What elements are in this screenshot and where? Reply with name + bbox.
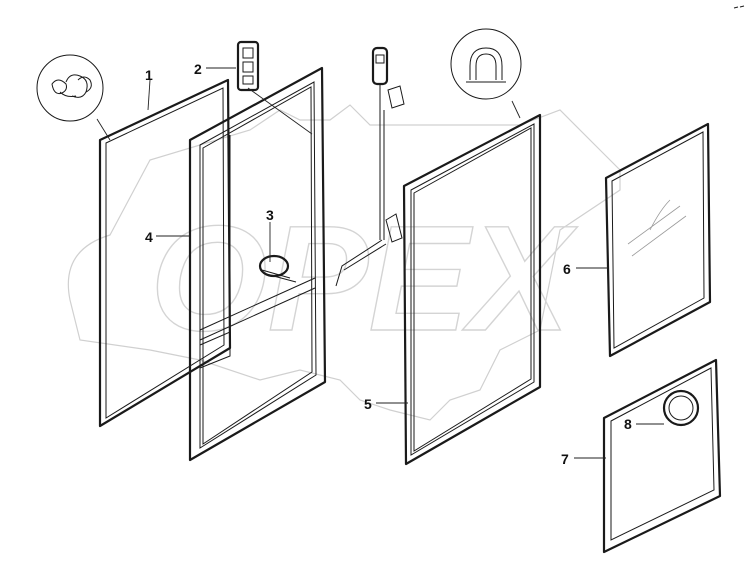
callout-labels: 1 2 3 4 5 6 7 8: [145, 61, 632, 467]
watermark-text: OPEX: [150, 194, 578, 362]
part-3-handle: [258, 254, 297, 283]
lock-rod-mechanism: [335, 46, 405, 287]
leader-lines: [96, 67, 664, 459]
part-8-porthole: [662, 389, 700, 427]
watermark-logo: OPEX: [67, 104, 621, 421]
frame-profile-detail: [450, 28, 522, 100]
corner-mark: [733, 5, 745, 9]
part-7-panel: [602, 358, 722, 554]
part-5-frame: [402, 113, 542, 466]
callout-5: 5: [364, 396, 372, 412]
callout-8: 8: [624, 416, 632, 432]
callout-1: 1: [145, 67, 153, 83]
latch-component: [236, 40, 260, 92]
callout-3: 3: [266, 207, 274, 223]
part-6-glass-pane: [604, 122, 712, 358]
callout-6: 6: [563, 261, 571, 277]
callout-7: 7: [561, 451, 569, 467]
callout-2: 2: [194, 61, 202, 77]
watermark-gear-outline: [67, 104, 621, 421]
seal-profile-detail: [36, 54, 104, 122]
callout-4: 4: [145, 229, 153, 245]
